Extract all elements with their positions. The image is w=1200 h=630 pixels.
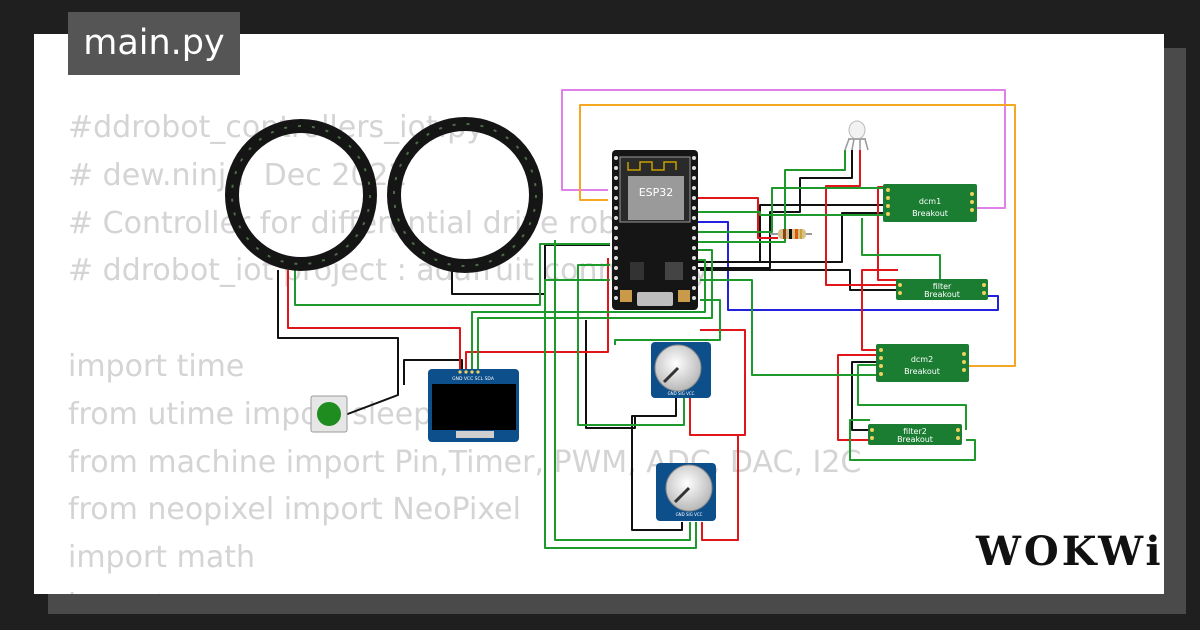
neopixel-ring-right[interactable] (387, 117, 543, 273)
wire-black[interactable] (631, 415, 683, 531)
breakout-filter2[interactable]: filter2 Breakout (868, 424, 962, 445)
breakout-filter-name: filter (933, 282, 952, 291)
wire-green[interactable] (700, 279, 878, 376)
esp32-board[interactable]: ESP32 (612, 150, 698, 310)
breakout-filter[interactable]: filter Breakout (896, 279, 988, 300)
wire-red[interactable] (861, 269, 898, 351)
wire-red[interactable] (287, 270, 461, 372)
pot-top-pin-labels: GND SIG VCC (668, 391, 695, 396)
wire-green[interactable] (698, 211, 886, 216)
wire-red[interactable] (837, 354, 878, 441)
potentiometer-top[interactable]: GND SIG VCC (651, 342, 711, 398)
wire-orange[interactable] (579, 104, 1016, 367)
wire-green[interactable] (857, 364, 967, 430)
oled-pin-labels: GND VCC SCL SDA (452, 376, 495, 382)
file-tab-main-py[interactable]: main.py (68, 12, 240, 75)
wire-green[interactable] (544, 279, 697, 549)
wire-black[interactable] (700, 212, 888, 263)
wire-black[interactable] (403, 359, 463, 385)
wire-red[interactable] (465, 258, 609, 372)
neopixel-ring-left[interactable] (225, 119, 377, 271)
potentiometer-bottom[interactable]: GND SIG VCC (656, 463, 716, 521)
oled-display[interactable]: GND VCC SCL SDA (428, 369, 519, 442)
wire-black[interactable] (698, 150, 853, 269)
breakout-filter-sub: Breakout (924, 290, 960, 299)
code-line: import (68, 582, 861, 594)
wire-green[interactable] (861, 218, 987, 283)
wire-green[interactable] (849, 419, 976, 461)
code-line: import math (68, 540, 255, 576)
breakout-dcm1-sub: Breakout (912, 209, 948, 218)
wire-green[interactable] (614, 299, 721, 345)
wire-red[interactable] (698, 197, 778, 239)
preview-card: #ddrobot_controllers_iot.py# dew.ninja D… (34, 34, 1164, 594)
esp32-pins-left (614, 156, 618, 300)
wire-black[interactable] (700, 269, 898, 291)
breakout-dcm2-name: dcm2 (911, 355, 933, 364)
breakout-dcm2-sub: Breakout (904, 367, 940, 376)
wokwi-logo[interactable]: WOKWi (976, 528, 1164, 575)
wire-green[interactable] (294, 243, 610, 306)
code-line: import time (68, 348, 245, 384)
wire-green[interactable] (698, 187, 886, 233)
wire-violet[interactable] (561, 89, 1006, 209)
pot-bottom-pin-labels: GND SIG VCC (676, 512, 703, 517)
esp32-label: ESP32 (639, 186, 674, 199)
wire-red[interactable] (825, 150, 898, 286)
esp32-pins-right (692, 156, 696, 300)
wire-green[interactable] (471, 259, 706, 372)
wire-green[interactable] (577, 264, 685, 426)
wire-black[interactable] (585, 320, 677, 429)
rgb-led[interactable] (844, 120, 869, 151)
wire-green[interactable] (554, 240, 691, 541)
breakout-filter2-name: filter2 (903, 427, 927, 436)
code-line: from neopixel import NeoPixel (68, 492, 521, 528)
wire-black[interactable] (277, 270, 399, 416)
wire-red[interactable] (690, 434, 739, 541)
code-line: # dew.ninja Dec 2022 (68, 157, 408, 193)
breakout-dcm2[interactable]: dcm2 Breakout (876, 344, 969, 382)
wire-green[interactable] (698, 150, 846, 243)
resistor[interactable] (770, 229, 812, 239)
wire-black[interactable] (851, 361, 878, 431)
breakout-dcm1-name: dcm1 (919, 197, 941, 206)
code-line: from machine import Pin,Timer, PWM, ADC,… (68, 444, 862, 480)
breakout-filter2-sub: Breakout (897, 435, 933, 444)
push-button[interactable] (310, 395, 348, 433)
breakout-dcm1[interactable]: dcm1 Breakout (883, 184, 977, 222)
wire-red[interactable] (689, 329, 746, 436)
wire-green[interactable] (477, 249, 713, 372)
wires (277, 89, 1016, 549)
